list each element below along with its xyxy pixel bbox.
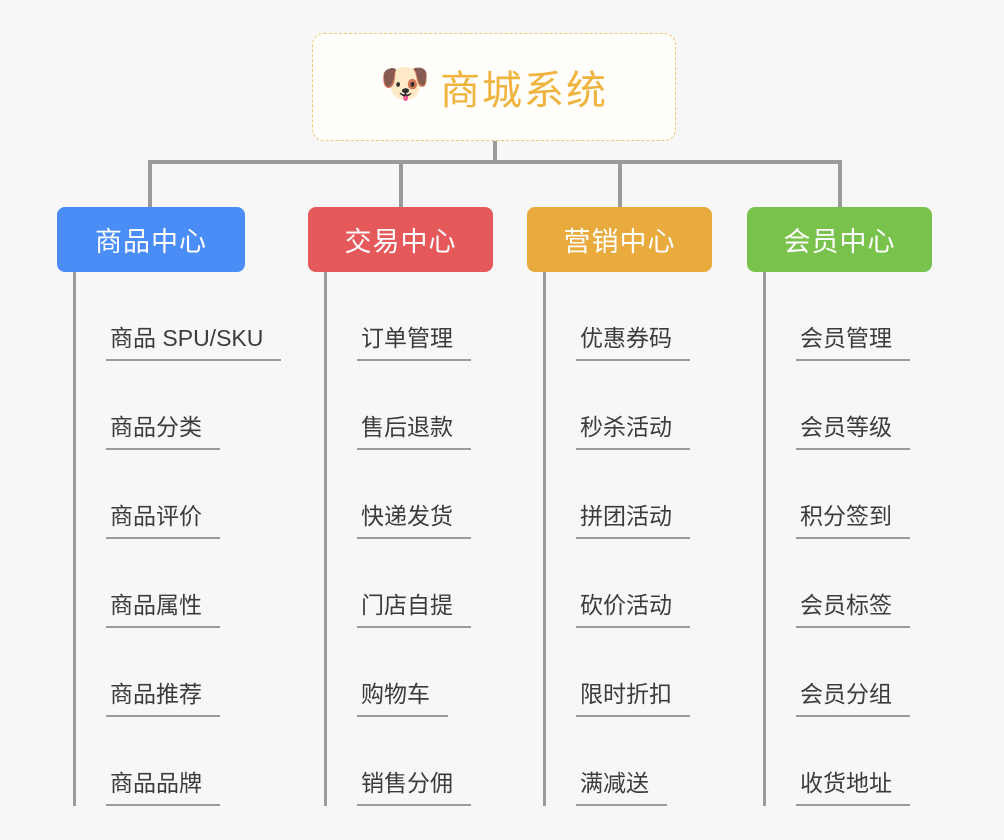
leaf-item[interactable]: 会员标签 (782, 539, 932, 628)
branch-column-3: 营销中心优惠券码秒杀活动拼团活动砍价活动限时折扣满减送 (527, 207, 712, 806)
leaf-item-label: 商品属性 (106, 591, 220, 628)
leaf-item-label: 收货地址 (796, 769, 910, 806)
leaf-item-label: 商品 SPU/SKU (106, 324, 282, 361)
leaf-item-label: 会员管理 (796, 324, 910, 361)
leaf-item[interactable]: 秒杀活动 (562, 361, 712, 450)
branch-header-label: 交易中心 (344, 227, 457, 257)
leaf-item-label: 购物车 (357, 680, 448, 717)
dog-face-icon: 🐶 (380, 62, 430, 106)
leaf-item-label: 积分签到 (796, 502, 910, 539)
leaf-item-label: 砍价活动 (576, 591, 690, 628)
leaf-item[interactable]: 会员管理 (782, 272, 932, 361)
leaf-item-label: 商品品牌 (106, 769, 220, 806)
branch-header-1[interactable]: 商品中心 (57, 207, 245, 272)
leaf-item-label: 售后退款 (357, 413, 471, 450)
leaf-item[interactable]: 商品 SPU/SKU (92, 272, 282, 361)
leaf-item[interactable]: 门店自提 (343, 539, 493, 628)
leaf-item-label: 商品分类 (106, 413, 220, 450)
branch-column-1: 商品中心商品 SPU/SKU 商品分类商品评价商品属性商品推荐商品品牌 (57, 207, 282, 806)
leaf-item[interactable]: 会员等级 (782, 361, 932, 450)
leaf-item[interactable]: 销售分佣 (343, 717, 493, 806)
leaf-item-label: 拼团活动 (576, 502, 690, 539)
connector-drop-4 (838, 162, 842, 209)
leaf-item-label: 商品推荐 (106, 680, 220, 717)
leaf-item[interactable]: 商品推荐 (92, 628, 245, 717)
leaf-item-label: 优惠券码 (576, 324, 690, 361)
leaf-item-label: 会员分组 (796, 680, 910, 717)
leaf-item[interactable]: 商品品牌 (92, 717, 245, 806)
connector-bus (148, 160, 842, 164)
leaf-list-2: 订单管理售后退款快递发货门店自提购物车销售分佣 (324, 272, 493, 806)
leaf-item[interactable]: 购物车 (343, 628, 493, 717)
connector-drop-3 (618, 162, 622, 209)
leaf-item[interactable]: 拼团活动 (562, 450, 712, 539)
leaf-item[interactable]: 售后退款 (343, 361, 493, 450)
branch-header-label: 会员中心 (783, 227, 896, 257)
leaf-item[interactable]: 订单管理 (343, 272, 493, 361)
leaf-item-label: 会员等级 (796, 413, 910, 450)
leaf-item[interactable]: 会员分组 (782, 628, 932, 717)
leaf-item-label: 门店自提 (357, 591, 471, 628)
leaf-item-label: 限时折扣 (576, 680, 690, 717)
leaf-item[interactable]: 商品评价 (92, 450, 245, 539)
leaf-list-4: 会员管理会员等级积分签到会员标签会员分组收货地址 (763, 272, 932, 806)
leaf-item-label: 会员标签 (796, 591, 910, 628)
branch-header-label: 营销中心 (563, 227, 676, 257)
connector-stem (493, 141, 497, 163)
branch-header-2[interactable]: 交易中心 (308, 207, 493, 272)
leaf-item[interactable]: 商品分类 (92, 361, 245, 450)
branch-header-4[interactable]: 会员中心 (747, 207, 932, 272)
leaf-item[interactable]: 快递发货 (343, 450, 493, 539)
connector-drop-2 (399, 162, 403, 209)
branch-column-4: 会员中心会员管理会员等级积分签到会员标签会员分组收货地址 (747, 207, 932, 806)
branch-column-2: 交易中心订单管理售后退款快递发货门店自提购物车销售分佣 (308, 207, 493, 806)
leaf-item-label: 快递发货 (357, 502, 471, 539)
leaf-item[interactable]: 收货地址 (782, 717, 932, 806)
leaf-item-label: 满减送 (576, 769, 667, 806)
branch-header-3[interactable]: 营销中心 (527, 207, 712, 272)
root-node[interactable]: 🐶 商城系统 (312, 33, 676, 141)
leaf-item-label: 商品评价 (106, 502, 220, 539)
root-title: 商城系统 (440, 69, 608, 113)
leaf-item-label: 订单管理 (357, 324, 471, 361)
leaf-list-3: 优惠券码秒杀活动拼团活动砍价活动限时折扣满减送 (543, 272, 712, 806)
leaf-item[interactable]: 积分签到 (782, 450, 932, 539)
leaf-item-label: 销售分佣 (357, 769, 471, 806)
connector-drop-1 (148, 162, 152, 209)
leaf-item[interactable]: 优惠券码 (562, 272, 712, 361)
branch-header-label: 商品中心 (95, 227, 207, 257)
leaf-item[interactable]: 砍价活动 (562, 539, 712, 628)
leaf-list-1: 商品 SPU/SKU 商品分类商品评价商品属性商品推荐商品品牌 (73, 272, 282, 806)
leaf-item[interactable]: 满减送 (562, 717, 712, 806)
leaf-item[interactable]: 商品属性 (92, 539, 245, 628)
leaf-item[interactable]: 限时折扣 (562, 628, 712, 717)
leaf-item-label: 秒杀活动 (576, 413, 690, 450)
